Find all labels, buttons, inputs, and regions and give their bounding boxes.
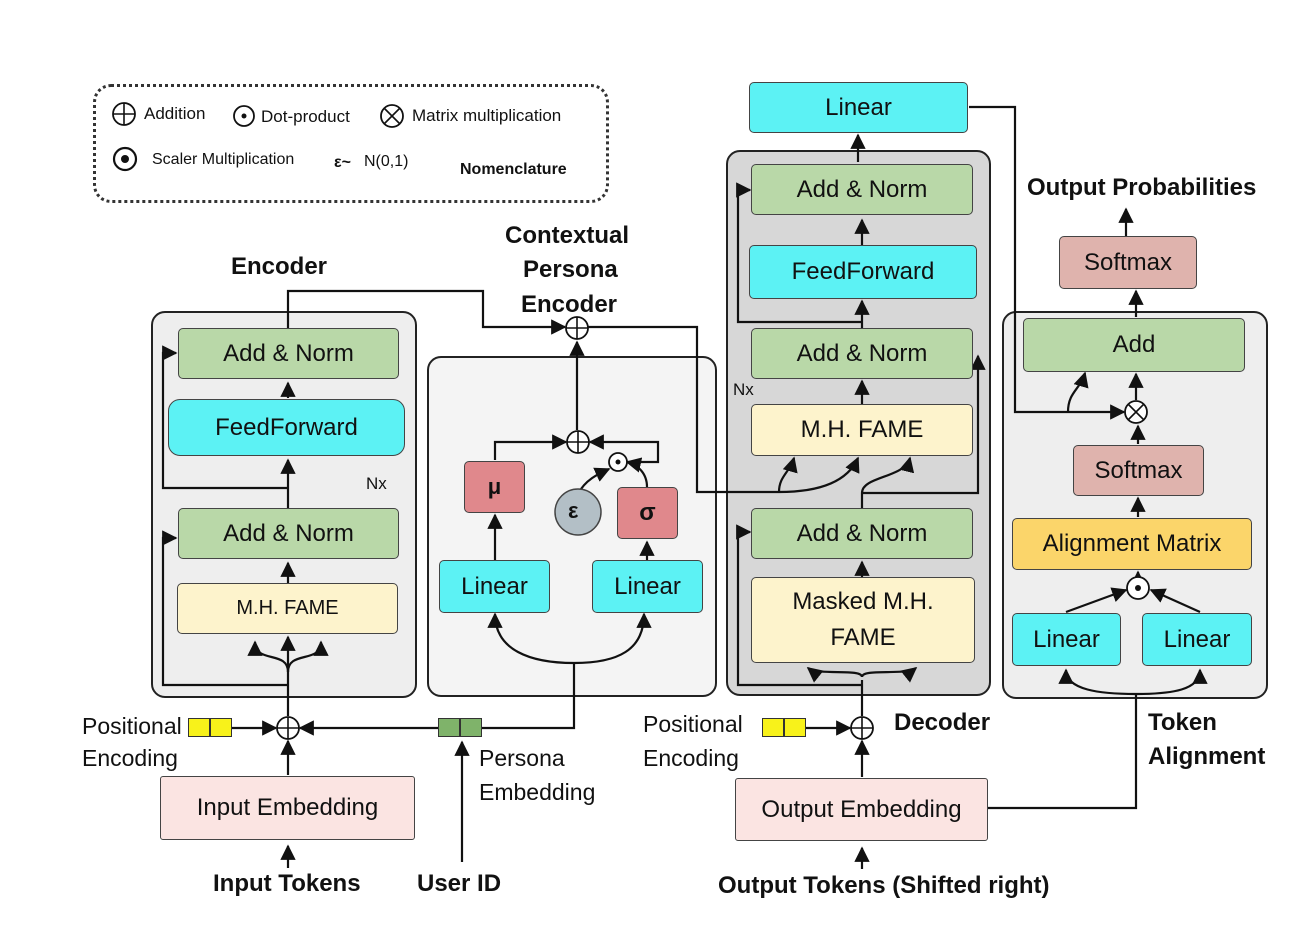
persona-title-3: Encoder [521, 291, 618, 318]
softmax-top: Softmax [1059, 236, 1197, 289]
decoder-feedforward: FeedForward [749, 245, 977, 299]
persona-split-left [487, 612, 575, 665]
decoder-positional-2: Encoding [643, 745, 739, 771]
dec-residual-1 [736, 524, 862, 687]
dec-residual-2 [862, 354, 986, 495]
legend-noise-dist: N(0,1) [364, 153, 409, 170]
persona-title-2: Persona [523, 256, 618, 283]
enc-residual-1 [161, 530, 288, 687]
enc-fame-curve-left [247, 640, 290, 673]
decoder-masked-fame-line1: Masked M.H. [792, 588, 934, 615]
legend-scalar: Scaler Multiplication [152, 151, 295, 168]
encoder-positional-1: Positional [82, 713, 182, 739]
persona-split-right [573, 612, 652, 665]
legend-matmul: Matrix multiplication [412, 106, 562, 125]
decoder-fame: M.H. FAME [751, 404, 973, 456]
alignment-softmax: Softmax [1073, 445, 1204, 496]
persona-embedding-marker [438, 718, 482, 737]
decoder-add-norm-top: Add & Norm [751, 164, 973, 215]
encoder-positional-2: Encoding [82, 745, 178, 771]
mu-node: μ [464, 461, 525, 513]
sigma-node: σ [617, 487, 678, 539]
legend-noise: ε~ [334, 154, 351, 171]
epsilon-label: ε [568, 498, 579, 523]
persona-linear-left: Linear [439, 560, 550, 613]
dec-masked-curve-r [860, 667, 918, 683]
lin-to-dot-right [1149, 588, 1201, 614]
alignment-add: Add [1023, 318, 1245, 372]
persona-title-1: Contextual [505, 222, 630, 249]
decoder-add-norm-bottom: Add & Norm [751, 508, 973, 559]
input-tokens-label: Input Tokens [213, 870, 361, 897]
dec-masked-curve [806, 667, 864, 683]
epsilon-node [554, 488, 602, 536]
encoder-feedforward: FeedForward [168, 399, 405, 456]
enc-fame-curve-right [286, 640, 329, 673]
output-tokens-label: Output Tokens (Shifted right) [718, 872, 1050, 899]
token-alignment-title-1: Token [1148, 709, 1217, 736]
legend-dot-product: Dot-product [261, 107, 350, 126]
decoder-nx: Nx [733, 380, 754, 399]
decoder-linear-top: Linear [749, 82, 968, 133]
sigma-to-dot [625, 457, 649, 488]
linear-to-add-path [969, 105, 1126, 420]
ctx-branch-mid [778, 456, 860, 494]
decoder-positional-marker [762, 718, 806, 737]
lin-to-dot-left [1065, 587, 1128, 614]
enc-out-to-persona-plus [286, 289, 567, 335]
ta-split-right [1135, 668, 1208, 696]
decoder-add-norm-mid: Add & Norm [751, 328, 973, 379]
ctx-to-fame-left [777, 456, 798, 493]
dot-to-plus [588, 434, 660, 464]
ta-split-left [1058, 668, 1137, 696]
decoder-title: Decoder [894, 709, 991, 736]
encoder-add-norm-bottom: Add & Norm [178, 508, 399, 559]
output-probabilities-label: Output Probabilities [1027, 174, 1257, 201]
input-embedding: Input Embedding [160, 776, 415, 840]
persona-embedding-1: Persona [479, 745, 565, 771]
encoder-fame: M.H. FAME [177, 583, 398, 634]
user-id-label: User ID [417, 870, 502, 897]
token-alignment-title-2: Alignment [1148, 743, 1266, 770]
encoder-positional-marker [188, 718, 232, 737]
ctx-to-decoder [588, 325, 779, 494]
persona-emb-up [482, 663, 576, 730]
encoder-nx: Nx [366, 474, 387, 493]
decoder-masked-fame: Masked M.H. FAME [751, 577, 975, 663]
alignment-linear-right: Linear [1142, 613, 1252, 666]
dec-residual-3 [736, 182, 862, 324]
enc-residual-2 [161, 345, 288, 490]
dec-addnorm-to-fame [860, 456, 915, 510]
decoder-positional-1: Positional [643, 711, 743, 737]
persona-linear-right: Linear [592, 560, 703, 613]
encoder-title: Encoder [231, 253, 328, 280]
decoder-masked-fame-line2: FAME [830, 624, 896, 651]
alignment-matrix: Alignment Matrix [1012, 518, 1252, 570]
legend-title: Nomenclature [460, 161, 567, 178]
outemb-to-ta [988, 694, 1138, 810]
encoder-add-norm-top: Add & Norm [178, 328, 399, 379]
nomenclature-legend [93, 84, 609, 203]
output-embedding: Output Embedding [735, 778, 988, 841]
mu-to-plus [493, 434, 568, 460]
ta-branch-to-add [1066, 371, 1089, 413]
alignment-linear-left: Linear [1012, 613, 1121, 666]
persona-embedding-2: Embedding [479, 779, 596, 805]
legend-addition: Addition [144, 104, 206, 123]
